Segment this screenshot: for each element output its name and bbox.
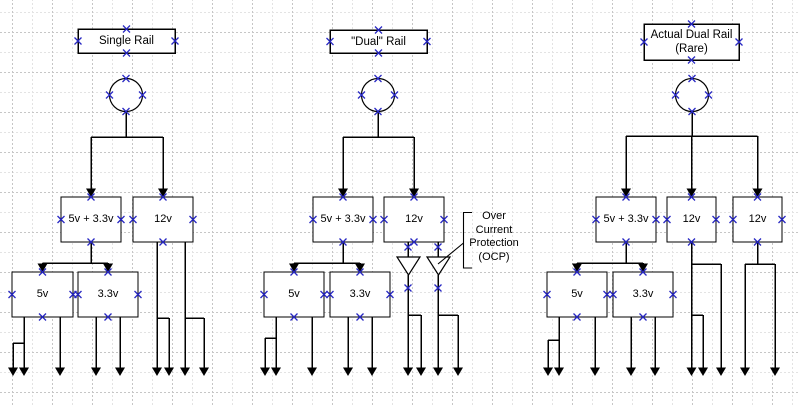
arrowhead (626, 367, 636, 376)
arrowhead (180, 367, 190, 376)
section-single-rail (7, 24, 209, 376)
rail-box-label: 12v (154, 213, 172, 225)
source-split-connector[interactable] (342, 111, 415, 190)
arrowhead (590, 367, 600, 376)
ocp-annotation: Over Current Protection (OCP) (469, 210, 519, 263)
arrowhead (453, 367, 463, 376)
rail12b-output-connector[interactable] (744, 242, 776, 368)
ocp-pointer-line (437, 242, 464, 265)
title-box[interactable] (643, 23, 740, 61)
rail33-output-connector[interactable] (95, 317, 121, 368)
combined-split-connector[interactable] (293, 242, 361, 264)
section-title: Single Rail (99, 35, 154, 47)
arrowhead (638, 263, 648, 272)
section-dual-rail (259, 25, 472, 376)
rail-box-label: 5v + 3.3v (320, 213, 366, 225)
arrowhead (91, 367, 101, 376)
arrowhead (158, 188, 168, 197)
rail-box-label: 3.3v (97, 288, 119, 300)
rail-box-label: 5v + 3.3v (603, 213, 649, 225)
source-split-connector[interactable] (90, 111, 164, 190)
arrowhead (37, 263, 48, 272)
rail-box-label: 5v (288, 288, 300, 300)
section-title: "Dual" Rail (351, 35, 406, 48)
combined-split-connector[interactable] (576, 242, 644, 264)
arrowhead (307, 367, 317, 376)
source-split-connector[interactable] (625, 111, 759, 190)
rail33-output-connector[interactable] (630, 317, 656, 368)
rail-box-label: 5v (36, 288, 49, 300)
rail5-box[interactable] (11, 271, 74, 318)
arrowhead (416, 367, 426, 376)
ocp-triangle[interactable] (395, 256, 422, 277)
arrowhead (55, 367, 65, 376)
power-source-circle[interactable] (674, 77, 710, 113)
section-actual-dual-rail (542, 19, 787, 376)
arrowhead (86, 188, 96, 197)
arrowhead (199, 367, 209, 376)
power-source-circle[interactable] (360, 77, 396, 113)
rail5-output-connector[interactable] (12, 317, 61, 368)
arrowhead (650, 367, 660, 376)
arrowhead (572, 263, 582, 272)
arrowhead (355, 263, 365, 272)
arrowhead (554, 367, 564, 376)
arrowhead (103, 263, 113, 272)
combined-rail-box[interactable] (60, 196, 122, 243)
arrowhead (621, 188, 631, 197)
arrowhead (433, 367, 443, 376)
rail12a-output-connector[interactable] (690, 242, 722, 368)
ocp-triangle[interactable] (425, 256, 452, 277)
arrowhead (8, 367, 18, 376)
arrowhead (409, 188, 419, 197)
arrowhead (19, 367, 29, 376)
rail5-output-connector[interactable] (264, 317, 313, 368)
arrowhead (115, 367, 125, 376)
rail-box-label: 12v (405, 213, 423, 225)
rail5-box[interactable] (263, 271, 325, 318)
rail12-output-connector[interactable] (407, 275, 459, 368)
arrowhead (543, 367, 553, 376)
arrowhead (343, 367, 353, 376)
rail-box-label: 3.3v (349, 288, 371, 300)
arrowhead (367, 367, 377, 376)
arrowhead (698, 367, 708, 376)
arrowhead (752, 188, 763, 197)
rail-box-label: 12v (682, 213, 701, 225)
rail5-box[interactable] (546, 271, 608, 318)
arrowhead (686, 367, 697, 376)
arrowhead (686, 188, 697, 197)
arrowhead (770, 367, 780, 376)
rail-box-label: 12v (748, 213, 767, 225)
arrowhead (289, 263, 299, 272)
arrowhead (152, 367, 162, 376)
arrowhead (164, 367, 174, 376)
rail33-box[interactable] (77, 271, 139, 318)
combined-split-connector[interactable] (41, 242, 109, 264)
rail-box-label: 3.3v (632, 288, 654, 300)
arrowhead (740, 367, 750, 376)
arrowhead (338, 188, 348, 197)
rail12-output-connector[interactable] (156, 242, 205, 368)
rail-box-label: 5v + 3.3v (68, 213, 114, 225)
arrowhead (271, 367, 281, 376)
arrowhead (716, 367, 726, 376)
rail12-ocp-feed-connector[interactable] (407, 242, 439, 257)
arrowhead (260, 367, 270, 376)
ocp-bracket (462, 211, 472, 269)
rail33-output-connector[interactable] (347, 317, 373, 368)
arrowhead (403, 367, 413, 376)
power-source-circle[interactable] (108, 77, 144, 113)
rail5-output-connector[interactable] (547, 317, 596, 368)
rail-box-label: 5v (571, 288, 583, 300)
section-title: Actual Dual Rail (Rare) (650, 29, 733, 55)
